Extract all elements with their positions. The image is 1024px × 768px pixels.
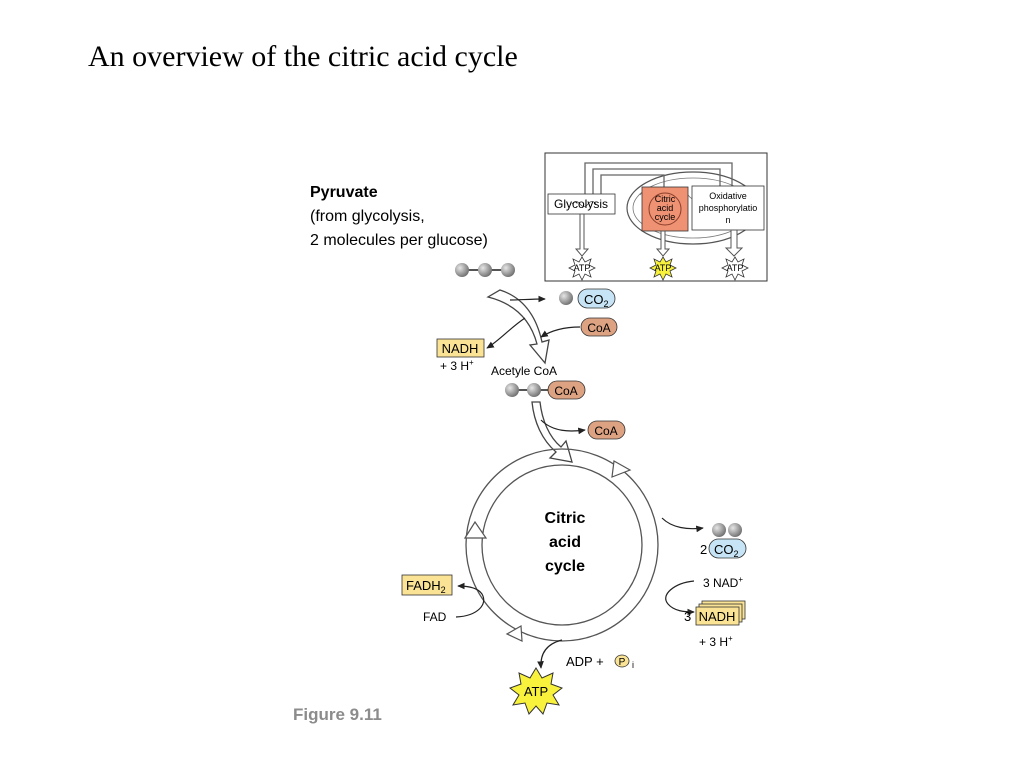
co2-2-label: CO (714, 542, 734, 557)
h-bottom-sup: + (728, 634, 733, 643)
fad-label: FAD (423, 610, 447, 624)
h-top-label: + 3 H (440, 359, 469, 373)
inset-atp-mid-label: ATP (655, 263, 672, 273)
atp-burst: ATP (508, 667, 564, 715)
acetyl-coa-label: Acetyle CoA (491, 364, 557, 378)
nad-plus-sup: + (738, 575, 743, 584)
fadh2-sub: 2 (441, 585, 446, 595)
co2-top-sub: 2 (604, 299, 609, 309)
svg-text:+ 3 H+: + 3 H+ (440, 358, 474, 373)
inset-atp-left-label: ATP (574, 263, 591, 273)
fadh2-label: FADH (406, 578, 441, 593)
co2-2-pill: CO2 (708, 538, 747, 559)
inset-glycolysis-label: Glycolysis (554, 197, 608, 211)
inset-atp-right-label: ATP (727, 263, 744, 273)
pyruvate-to-acetylcoa-arrow (486, 289, 550, 365)
svg-text:+ 3 H+: + 3 H+ (699, 634, 733, 649)
adp-label: ADP + (566, 654, 604, 669)
pi-phosphate: P i (614, 654, 634, 670)
inset-atp-right: ATP (721, 256, 749, 281)
acetyl-coa-tag-label: CoA (554, 384, 577, 398)
inset-citric-line3: cycle (655, 212, 676, 222)
inset-oxphos-line3: n (725, 215, 730, 225)
inset-oxphos-line2: phosphorylatio (699, 203, 758, 213)
nadh-top-arrow (486, 317, 526, 349)
co2-release-arrow (509, 295, 546, 303)
pi-p-label: P (619, 657, 626, 668)
nadh-top-label: NADH (442, 341, 479, 356)
coa-input-pill: CoA (580, 317, 618, 337)
h-top-sup: + (469, 358, 474, 367)
adp-to-atp-arrow (537, 639, 563, 669)
co2-2-coef: 2 (700, 542, 707, 557)
inset-glycolysis-box: Glycolysis (547, 193, 616, 215)
co2-top-label: CO (584, 292, 604, 307)
nad-to-nadh-arrow (665, 580, 695, 616)
acetyl-coa-molecule: CoA (505, 380, 586, 400)
cycle-arrowhead-bottom (505, 625, 523, 642)
co2-2-ball-b (728, 523, 742, 537)
coa-out-pill: CoA (587, 420, 626, 440)
nadh-3-coef: 3 (684, 609, 691, 624)
coa-input-arrow (540, 326, 581, 338)
fad-to-fadh2-arrow (455, 582, 485, 618)
pyruvate-line2: (from glycolysis, (310, 208, 425, 225)
cycle-ring (463, 448, 659, 642)
inset-atp-left: ATP (568, 256, 596, 281)
fadh2-box: FADH2 (401, 574, 453, 596)
nadh-3-stack: NADH (695, 600, 746, 626)
svg-text:FADH2: FADH2 (406, 578, 446, 595)
co2-2-arrow (661, 517, 704, 533)
slide-title: An overview of the citric acid cycle (88, 40, 518, 73)
inset-citric-line2: acid (657, 203, 674, 213)
nadh-top-box: NADH (436, 338, 485, 358)
inset-citric-line1: Citric (655, 194, 676, 204)
cycle-label-line3: cycle (545, 558, 585, 575)
inset-atp-mid: ATP (649, 256, 677, 281)
svg-text:CO2: CO2 (584, 292, 609, 309)
pi-i-label: i (632, 660, 634, 670)
pyruvate-line3: 2 molecules per glucose) (310, 232, 488, 249)
pyruvate-label: Pyruvate (from glycolysis, 2 molecules p… (310, 184, 488, 249)
overview-inset: Glycolysis Citric acid cycle Oxidative p… (544, 152, 768, 282)
inset-atp-arrows (574, 213, 744, 257)
coa-out-arrow (540, 419, 586, 435)
co2-2-sub: 2 (734, 549, 739, 559)
cycle-arrowhead-top (611, 460, 632, 478)
inset-oxphos-box: Oxidative phosphorylatio n (691, 185, 765, 231)
coa-input-label: CoA (587, 321, 610, 335)
svg-text:3 NAD+: 3 NAD+ (703, 575, 743, 590)
pyruvate-molecule (455, 263, 515, 277)
h-bottom-label: + 3 H (699, 635, 728, 649)
figure-label: Figure 9.11 (293, 705, 382, 724)
inset-citric-box: Citric acid cycle (641, 186, 689, 232)
cycle-arrowhead-left (463, 520, 488, 539)
coa-out-label: CoA (594, 424, 617, 438)
cycle-label-line1: Citric (545, 510, 586, 527)
atp-bottom-label: ATP (524, 684, 548, 699)
co2-2-ball-a (712, 523, 726, 537)
co2-top-pill: CO2 (577, 288, 616, 309)
nad-plus-label: 3 NAD (703, 576, 739, 590)
co2-carbon-ball (559, 291, 573, 305)
inset-flow-lines (584, 162, 733, 196)
acetylcoa-to-cycle-arrow (531, 401, 573, 463)
cycle-label-line2: acid (549, 534, 581, 551)
svg-text:CO2: CO2 (714, 542, 739, 559)
inset-oxphos-line1: Oxidative (709, 191, 747, 201)
pyruvate-title: Pyruvate (310, 184, 378, 201)
nadh-3-label: NADH (699, 609, 736, 624)
